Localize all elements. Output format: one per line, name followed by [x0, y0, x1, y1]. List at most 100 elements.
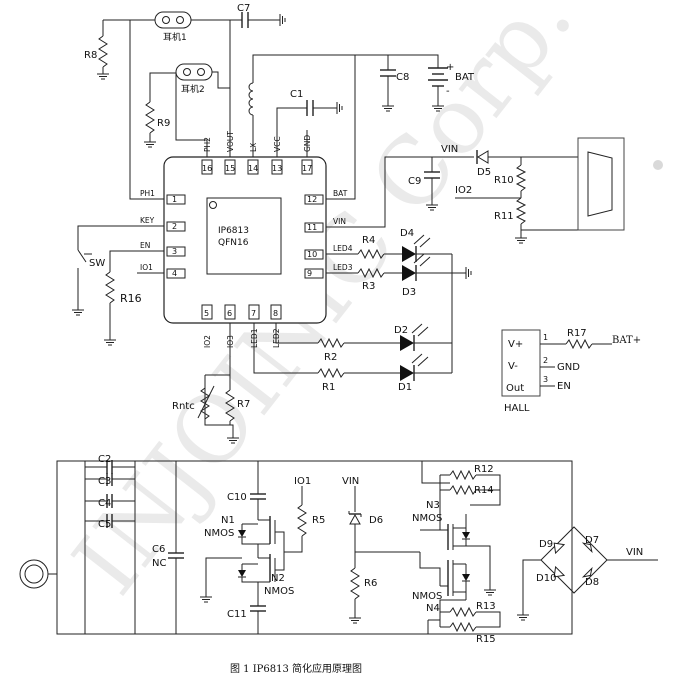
pin-num-7: 7: [251, 309, 256, 318]
bat-plus-hall-label: BAT+: [612, 335, 641, 346]
c8-label: C8: [396, 72, 409, 83]
vin-top-label: VIN: [441, 144, 458, 155]
r10-label: R10: [494, 175, 514, 186]
c4-label: C4: [98, 498, 111, 509]
pin-num-12: 12: [307, 195, 317, 204]
chip-package: QFN16: [218, 238, 249, 248]
pin-7: [248, 304, 260, 320]
c6-label: C6: [152, 544, 165, 555]
pin-17: [301, 159, 313, 175]
c11-label: C11: [227, 609, 247, 620]
pin-16: [201, 159, 213, 175]
hall-en-label: EN: [557, 381, 571, 392]
c7-label: C7: [237, 3, 250, 14]
ntc-section: Rntc R7: [172, 323, 250, 444]
nmos4-label: NMOS: [412, 591, 442, 602]
pin-num-10: 10: [307, 250, 317, 259]
d10-label: D10: [536, 573, 556, 584]
bat-label: BAT: [455, 72, 475, 83]
pin-name-led3: LED3: [333, 263, 353, 272]
r5-label: R5: [312, 515, 325, 526]
r12-label: R12: [474, 464, 494, 475]
c2-label: C2: [98, 454, 111, 465]
pin-num-5: 5: [204, 309, 209, 318]
n2-label: N2: [271, 573, 285, 584]
pin-12: [304, 194, 324, 205]
bat-minus-label: -: [446, 86, 450, 97]
pin-name-vin: VIN: [333, 217, 346, 226]
pin-2: [166, 221, 186, 232]
c5-label: C5: [98, 519, 111, 530]
switch-section: SW R16: [71, 225, 164, 346]
ip6813-chip: IP6813 QFN16: [163, 156, 327, 324]
r7-label: R7: [237, 399, 250, 410]
pin-1: [166, 194, 186, 205]
figure-caption: 图 1 IP6813 简化应用原理图: [230, 662, 362, 675]
c6-nc-label: NC: [152, 558, 166, 569]
watermark-dot: [653, 160, 663, 170]
vin-bottom-label: VIN: [342, 476, 359, 487]
pin-name-io1: IO1: [140, 263, 153, 272]
pin-10: [304, 249, 324, 260]
pin-8: [270, 304, 282, 320]
pin-num-1: 1: [172, 195, 177, 204]
c3-label: C3: [98, 476, 111, 487]
hall-body: [501, 329, 541, 397]
pin-4: [166, 268, 186, 279]
hall-label: HALL: [504, 403, 530, 414]
bat-plus-label: +: [446, 62, 454, 73]
pin-5: [201, 304, 213, 320]
vin-section: VIN D5 C9 IO2 R10 R11: [326, 137, 663, 244]
pin-name-led4: LED4: [333, 244, 353, 253]
rntc-label: Rntc: [172, 401, 195, 412]
pin-num-11: 11: [307, 223, 317, 232]
pin-name-key: KEY: [140, 216, 155, 225]
chip-name: IP6813: [218, 226, 249, 236]
sw-label: SW: [89, 258, 105, 269]
pin-num-8: 8: [273, 309, 278, 318]
chip-die: [206, 197, 282, 275]
nmos3-label: NMOS: [412, 513, 442, 524]
pin-num-14: 14: [248, 164, 258, 173]
r6-label: R6: [364, 578, 377, 589]
pin-14: [247, 159, 259, 175]
r2-label: R2: [324, 352, 337, 363]
c1-label: C1: [290, 89, 303, 100]
d6-label: D6: [369, 515, 383, 526]
io1-bottom-label: IO1: [294, 476, 311, 487]
r13-label: R13: [476, 601, 496, 612]
pin-num-17: 17: [302, 164, 312, 173]
earphone-section: R8 耳机1 C7 耳机2 R9: [84, 3, 286, 200]
d8-label: D8: [585, 577, 599, 588]
pin-num-3: 3: [172, 247, 177, 256]
c10-label: C10: [227, 492, 247, 503]
pin-3: [166, 246, 186, 257]
d1-label: D1: [398, 382, 412, 393]
pin-num-13: 13: [272, 164, 282, 173]
pin-num-2: 2: [172, 222, 177, 231]
d4-label: D4: [400, 228, 414, 239]
n4-label: N4: [426, 603, 440, 614]
earphone1-label: 耳机1: [163, 31, 187, 43]
usb-connector: [577, 137, 625, 231]
pin-num-16: 16: [202, 164, 212, 173]
d9-label: D9: [539, 539, 553, 550]
r14-label: R14: [474, 485, 494, 496]
d7-label: D7: [585, 535, 599, 546]
pin-name-en: EN: [140, 241, 150, 250]
pin-6: [224, 304, 236, 320]
r16-label: R16: [120, 292, 142, 305]
hall-vminus-label: V-: [508, 361, 518, 372]
pin-15: [224, 159, 236, 175]
c9-label: C9: [408, 176, 421, 187]
vin-out-label: VIN: [626, 547, 643, 558]
hall-vplus-label: V+: [508, 339, 523, 350]
io2-label: IO2: [455, 185, 472, 196]
r4-label: R4: [362, 235, 375, 246]
pin-num-15: 15: [225, 164, 235, 173]
pin1-marker: [209, 201, 217, 209]
r1-label: R1: [322, 382, 335, 393]
pin-num-9: 9: [307, 269, 312, 278]
